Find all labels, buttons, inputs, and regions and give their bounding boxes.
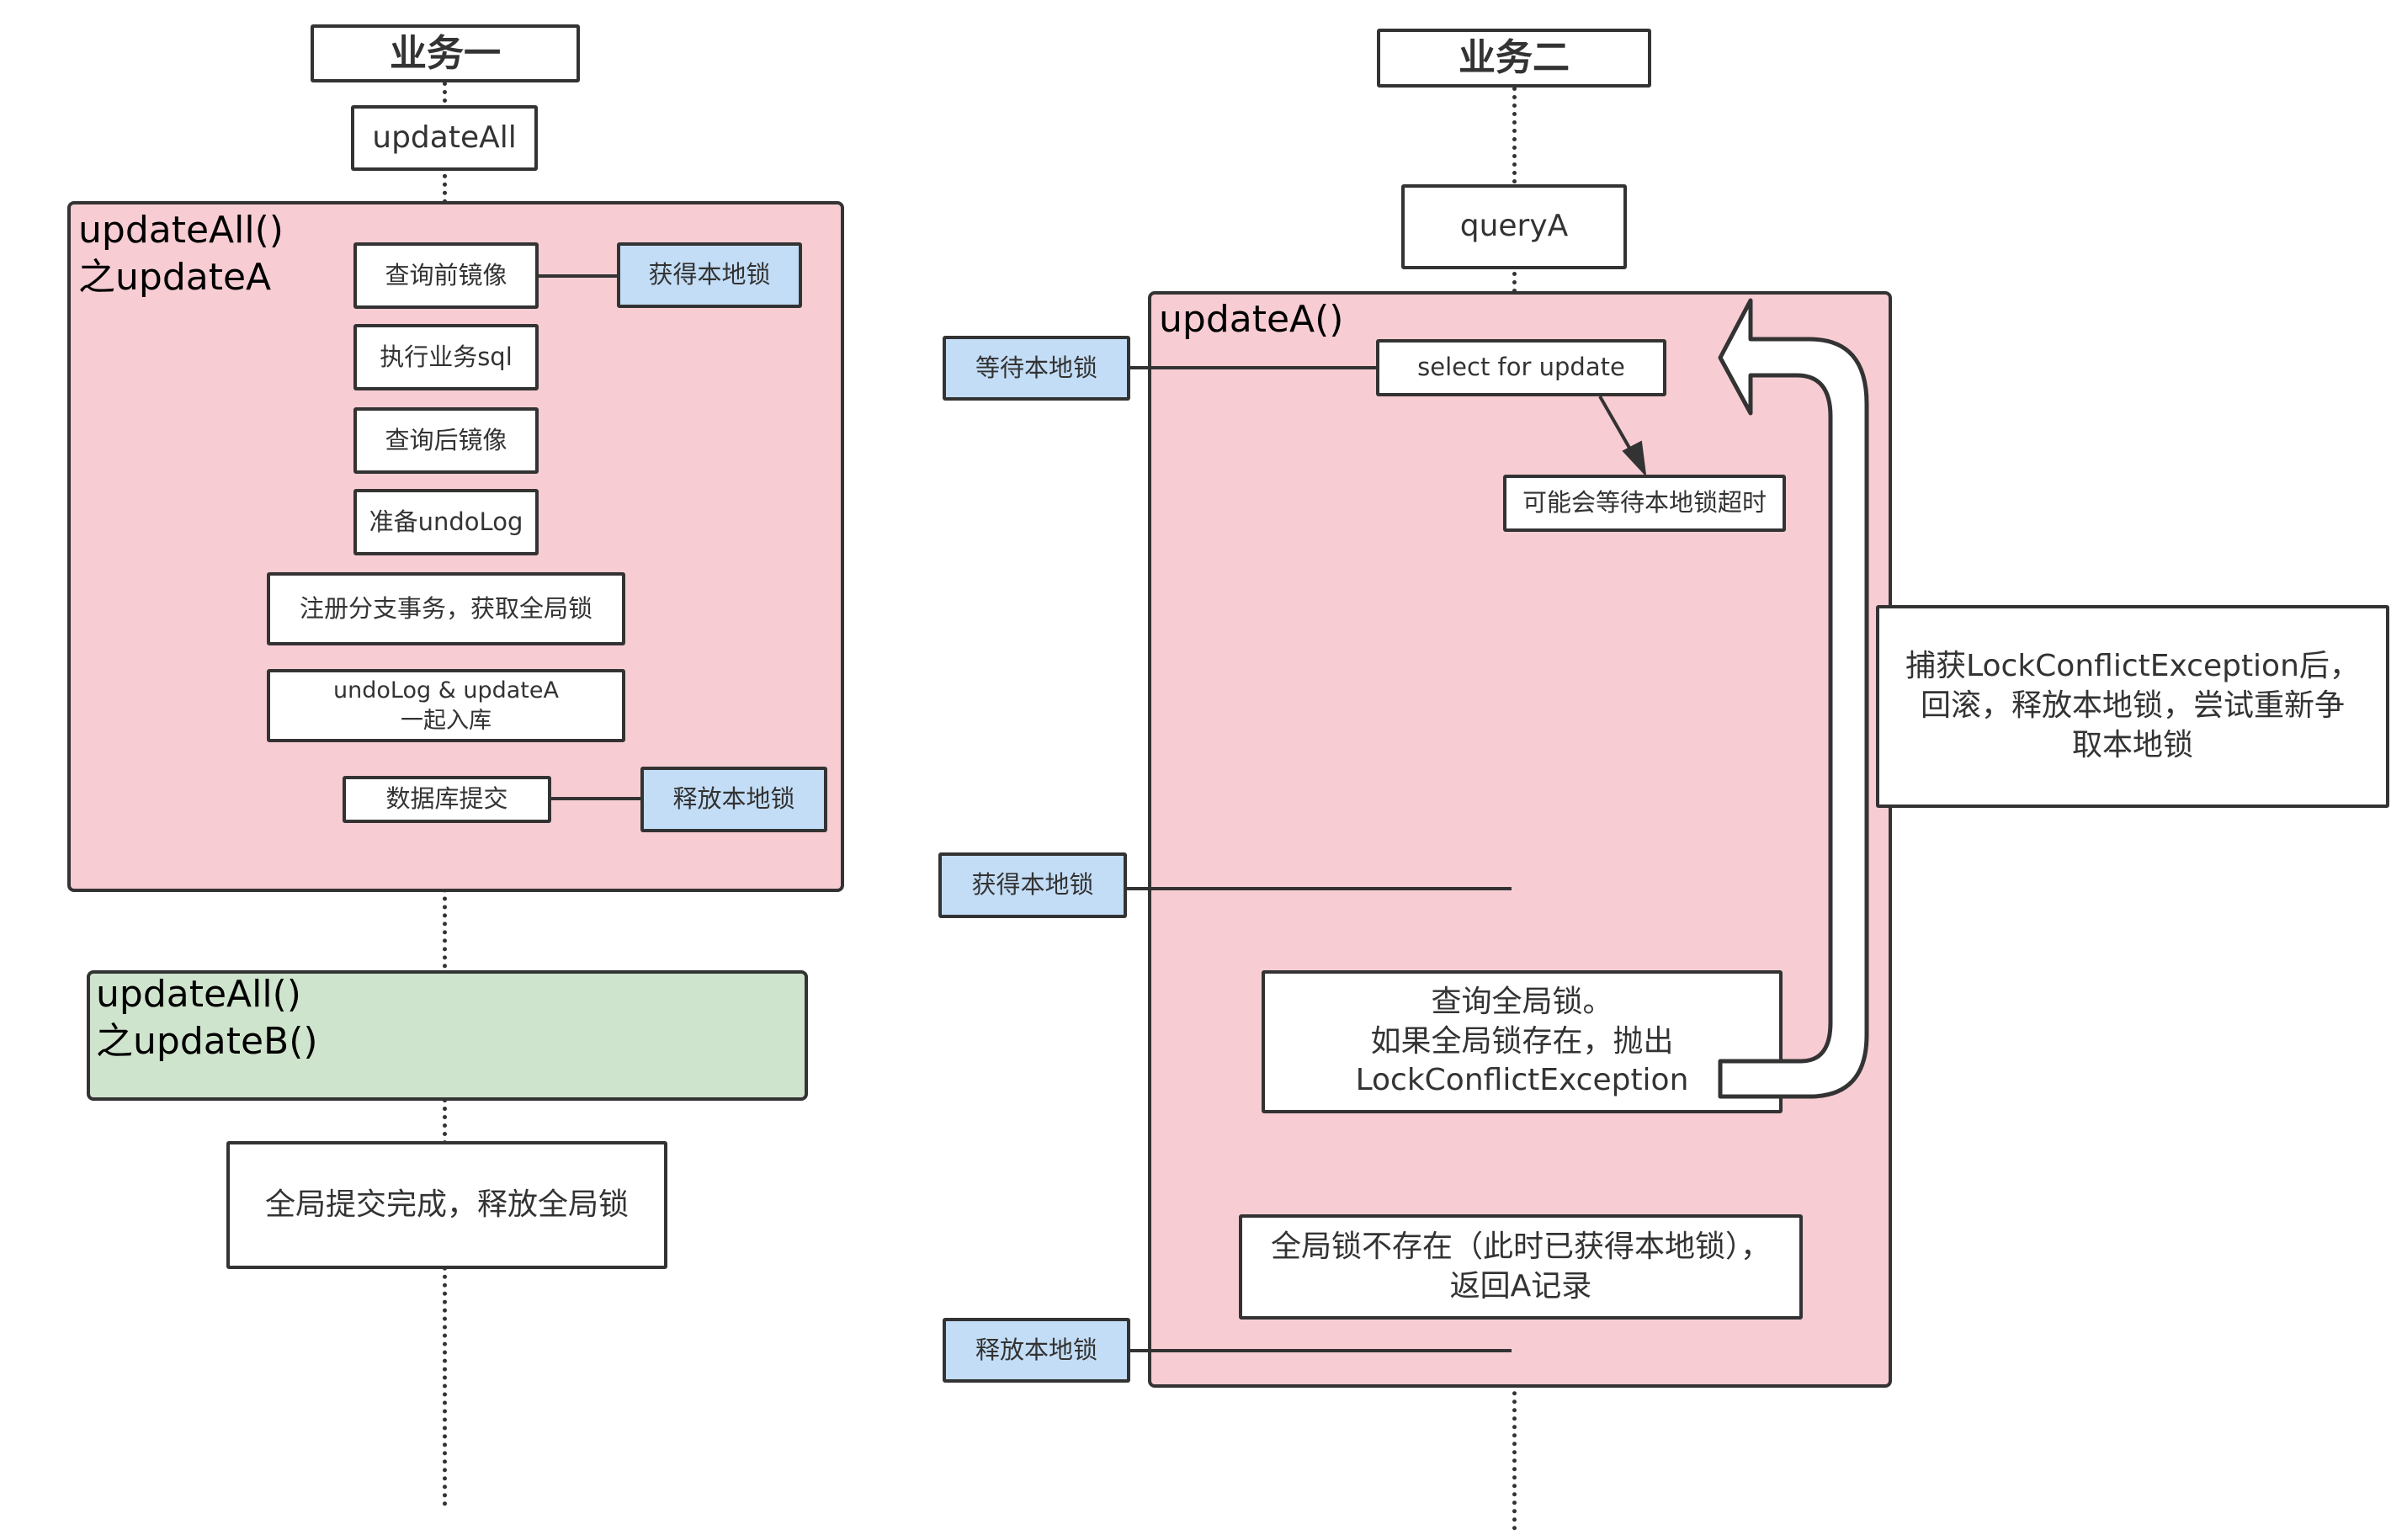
note-acquire-local-lock: 获得本地锁 (617, 242, 802, 308)
connector-release-lock-two (1129, 1349, 1512, 1352)
step-register-branch: 注册分支事务，获取全局锁 (267, 572, 625, 645)
connector-acquire-lock (539, 274, 618, 278)
step-label: 准备undoLog (369, 507, 523, 536)
step-may-timeout: 可能会等待本地锁超时 (1503, 475, 1786, 532)
timeout-arrowhead-icon (1622, 440, 1647, 477)
frame-update-all-update-b (87, 970, 808, 1101)
step-execute-sql: 执行业务sql (353, 324, 539, 390)
note-wait-local-lock: 等待本地锁 (943, 336, 1130, 401)
note-label: 等待本地锁 (975, 353, 1097, 382)
frame-update-all-update-a-label: updateAll() 之updateA (78, 209, 284, 299)
method-query-a: queryA (1401, 184, 1627, 269)
step-global-commit: 全局提交完成，释放全局锁 (226, 1141, 667, 1269)
step-after-image: 查询后镜像 (353, 407, 539, 474)
note-label: 获得本地锁 (971, 870, 1094, 900)
method-query-a-label: queryA (1459, 209, 1569, 244)
step-label: 查询后镜像 (385, 425, 507, 454)
step-label: 全局提交完成，释放全局锁 (264, 1187, 629, 1222)
note-release-local-lock: 释放本地锁 (640, 767, 827, 832)
step-label: 注册分支事务，获取全局锁 (299, 593, 592, 623)
step-label: 执行业务sql (380, 342, 513, 371)
note-label: 释放本地锁 (975, 1335, 1097, 1364)
step-persist-undolog: undoLog & updateA 一起入库 (267, 669, 625, 742)
step-before-image: 查询前镜像 (353, 242, 539, 309)
note-acquire-local-lock-two: 获得本地锁 (938, 852, 1127, 918)
note-release-local-lock-two: 释放本地锁 (943, 1318, 1130, 1383)
frame-update-a-label: updateA() (1159, 298, 1344, 341)
note-label: 获得本地锁 (648, 260, 771, 289)
step-db-commit: 数据库提交 (343, 776, 551, 823)
connector-wait-lock (1129, 366, 1377, 369)
note-label: 释放本地锁 (672, 784, 795, 814)
step-label: 全局锁不存在（此时已获得本地锁）， 返回A记录 (1270, 1229, 1771, 1304)
step-global-lock-absent: 全局锁不存在（此时已获得本地锁）， 返回A记录 (1239, 1214, 1803, 1320)
method-update-all-label: updateAll (372, 119, 517, 155)
retry-loop-arrow-icon (1718, 298, 1869, 1099)
step-label: 可能会等待本地锁超时 (1522, 488, 1767, 518)
connector-acquire-lock-two (1126, 887, 1512, 890)
step-label: undoLog & updateA 一起入库 (333, 677, 559, 734)
timeout-arrow (1598, 396, 1647, 477)
step-query-global-lock: 查询全局锁。 如果全局锁存在，抛出 LockConflictException (1262, 970, 1783, 1113)
note-retry-label: 捕获LockConflictException后， 回滚，释放本地锁，尝试重新争… (1905, 649, 2360, 762)
frame-update-a (1148, 291, 1892, 1388)
participant-business-two: 业务二 (1377, 29, 1651, 88)
step-label: 查询全局锁。 如果全局锁存在，抛出 LockConflictException (1355, 984, 1689, 1098)
step-label: select for update (1417, 353, 1625, 382)
step-prepare-undolog: 准备undoLog (353, 489, 539, 555)
participant-business-two-label: 业务二 (1459, 36, 1570, 80)
connector-release-lock (550, 797, 641, 800)
participant-business-one: 业务一 (311, 24, 580, 82)
method-update-all: updateAll (351, 105, 538, 171)
frame-update-all-update-b-label: updateAll() 之updateB() (96, 973, 318, 1063)
step-label: 查询前镜像 (385, 260, 507, 289)
step-label: 数据库提交 (385, 784, 508, 814)
step-select-for-update: select for update (1376, 339, 1666, 396)
note-retry: 捕获LockConflictException后， 回滚，释放本地锁，尝试重新争… (1876, 605, 2389, 808)
participant-business-one-label: 业务一 (390, 31, 501, 75)
